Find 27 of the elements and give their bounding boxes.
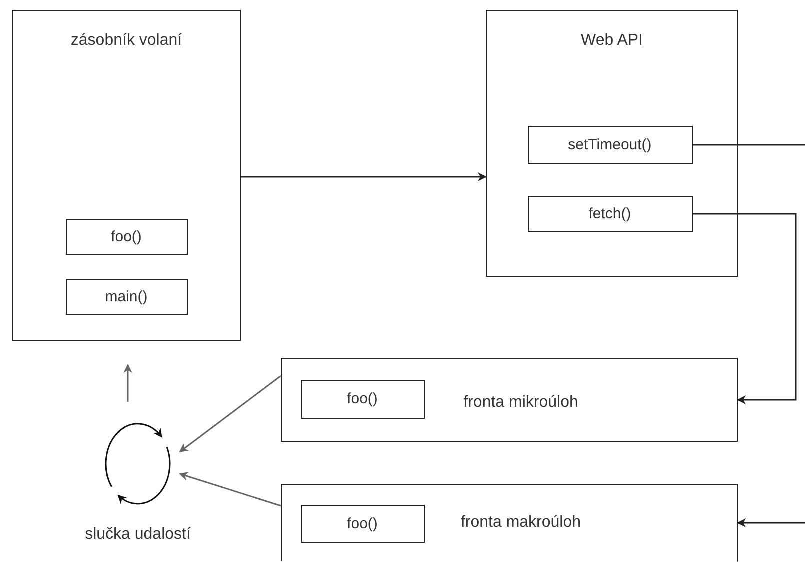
- event-loop-caption: slučka udalostí: [85, 526, 191, 544]
- panel-box: [486, 10, 738, 277]
- panel-box: [281, 484, 738, 562]
- node-label: fronta makroúloh: [460, 514, 582, 532]
- arrow: [737, 518, 805, 528]
- node-label: Web API: [580, 32, 644, 50]
- function-box: [66, 218, 188, 254]
- arrow: [179, 472, 282, 507]
- arrow: [693, 213, 797, 404]
- node-label: fetch(): [588, 205, 632, 222]
- node-label: foo(): [346, 515, 379, 532]
- function-box: [300, 380, 424, 418]
- arrow: [241, 172, 487, 182]
- node-label: setTimeout(): [567, 136, 653, 153]
- arrow: [179, 375, 282, 453]
- node-label: fronta mikroúloh: [464, 394, 578, 412]
- arrow: [124, 364, 132, 402]
- node-label: foo(): [110, 228, 143, 245]
- node-label: main(): [104, 288, 149, 305]
- node-label: foo(): [346, 390, 379, 408]
- function-box: [66, 278, 188, 314]
- panel-box: [12, 10, 241, 341]
- node-label: zásobník volaní: [70, 32, 184, 50]
- panel-box: [281, 358, 738, 442]
- function-box: [528, 126, 692, 164]
- function-box: [300, 504, 424, 542]
- function-box: [528, 196, 692, 232]
